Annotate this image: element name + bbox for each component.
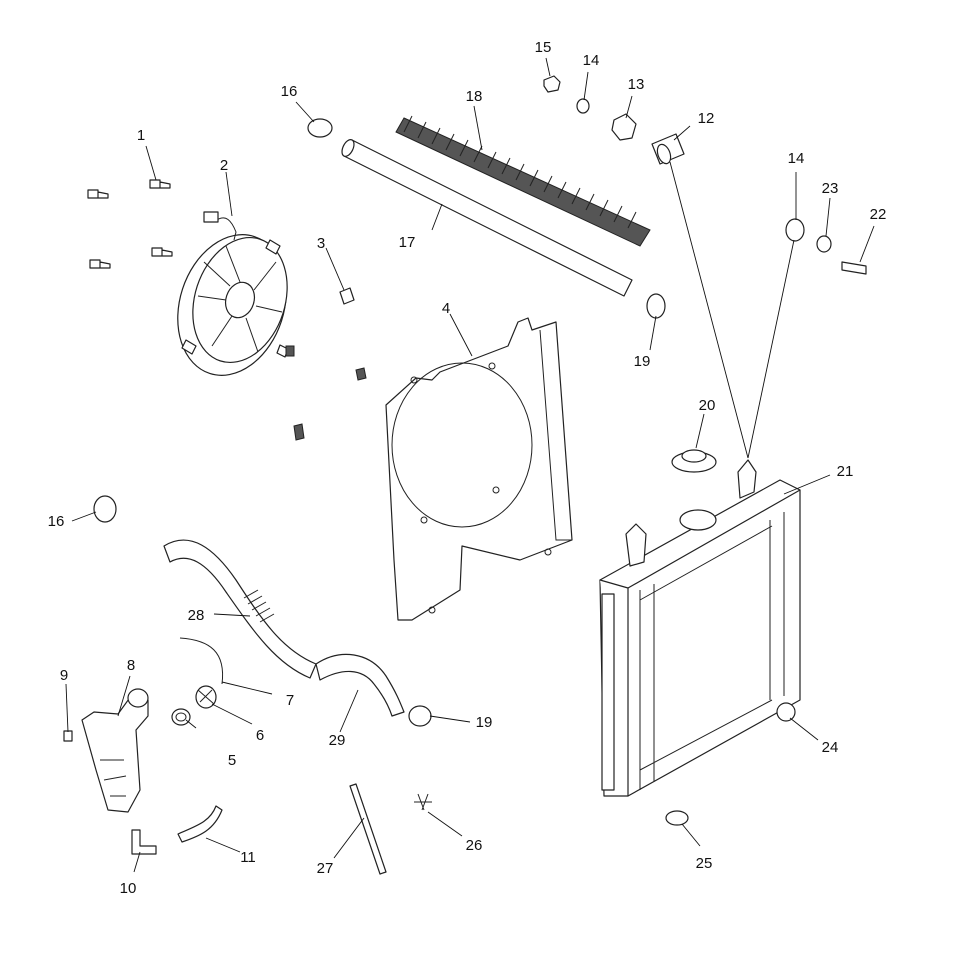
callout-23: 23 [822,180,839,197]
callout-19a: 19 [634,353,651,370]
hose-part-11 [177,805,223,843]
tube-part-17 [341,139,633,297]
callout-28: 28 [188,607,205,624]
radiator-cap-part-20 [671,449,717,473]
radiator-hose-part-28 [163,539,317,679]
callout-2: 2 [220,157,228,174]
callout-11: 11 [240,849,256,866]
overflow-tube-part-7 [179,637,224,685]
hose-clamp-part-19 [408,293,666,727]
callout-16a: 16 [281,83,298,100]
callout-17: 17 [399,234,416,251]
callout-22: 22 [870,206,887,223]
callout-10: 10 [120,880,137,897]
nut-part-15 [543,75,561,93]
hose-clamp-part-16 [93,118,333,523]
callout-13: 13 [628,76,645,93]
callout-14a: 14 [583,52,600,69]
bolt-part-22 [841,261,867,275]
fan-shroud-part-4 [385,317,573,621]
callout-8: 8 [127,657,135,674]
fitting-part-6 [195,685,217,709]
sleeve-part-18 [395,115,651,247]
screw-part-1 [87,179,173,269]
radiator-hose-part-29 [315,653,405,717]
sleeve-part-12 [651,133,685,165]
callout-19b: 19 [476,714,493,731]
callout-labels: 1 2 3 4 5 6 7 8 9 10 11 12 13 14 14 15 1… [48,39,887,897]
leader-lines [65,57,875,873]
grommet-part-25 [665,810,689,826]
drain-plug-part-24 [776,702,796,722]
callout-14b: 14 [788,150,805,167]
elbow-fitting-part-10 [131,829,157,855]
callout-21: 21 [837,463,854,480]
washer-part-14 [576,98,805,242]
radiator-part-21 [599,459,801,797]
callout-7: 7 [286,692,294,709]
nut-part-13 [611,113,637,141]
coolant-reservoir-part-8 [81,688,149,813]
callout-4: 4 [442,300,450,317]
callout-6: 6 [256,727,264,744]
screw-part-9 [63,730,73,742]
clip-part-26 [414,793,432,811]
callout-5: 5 [228,752,236,769]
callout-12: 12 [698,110,715,127]
callout-26: 26 [466,837,483,854]
o-ring-part-5 [171,708,191,726]
callout-25: 25 [696,855,713,872]
callout-9: 9 [60,667,68,684]
callout-20: 20 [699,397,716,414]
callout-1: 1 [137,127,145,144]
callout-29: 29 [329,732,346,749]
rod-part-27 [349,783,387,875]
callout-15: 15 [535,39,552,56]
callout-3: 3 [317,235,325,252]
callout-27: 27 [317,860,334,877]
callout-16b: 16 [48,513,65,530]
callout-18: 18 [466,88,483,105]
washer-part-23 [816,235,832,253]
cooling-fan-part-2 [177,211,295,376]
callout-24: 24 [822,739,839,756]
clip-part-3 [293,287,367,441]
